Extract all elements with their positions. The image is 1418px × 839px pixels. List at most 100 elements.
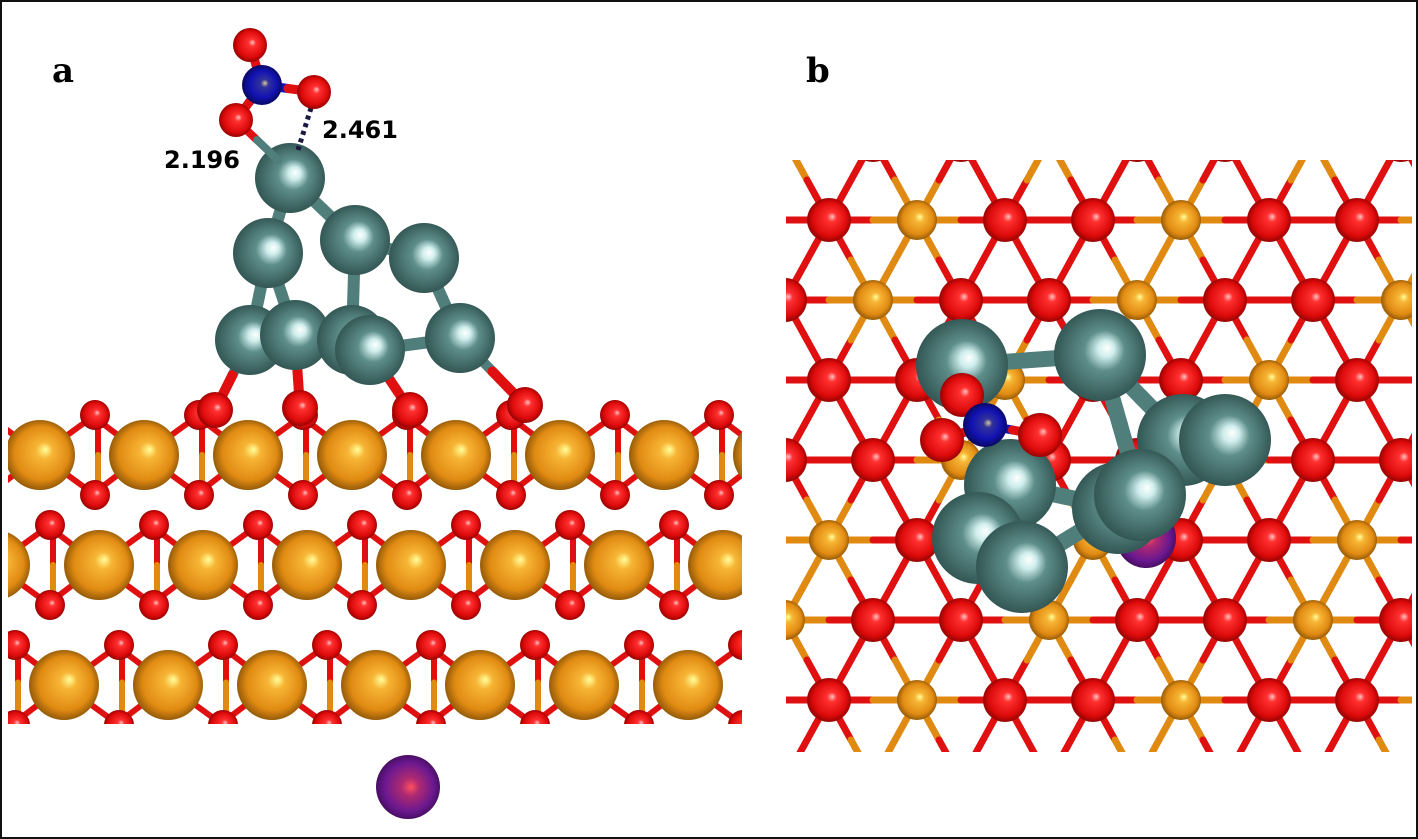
oxygen-atom	[951, 160, 971, 162]
cluster-side-view	[197, 143, 543, 428]
lattice-bond	[1375, 736, 1390, 752]
metal-atom	[1293, 600, 1333, 640]
metal-atom	[549, 650, 619, 720]
metal-oxygen-bond	[767, 666, 792, 685]
dopant-atom-side-view	[376, 755, 440, 819]
lattice-bond	[1056, 160, 1075, 184]
lattice-bond	[763, 740, 785, 780]
lattice-bond	[786, 616, 789, 626]
nitrate-top-view	[920, 373, 1062, 462]
lattice-bond	[880, 160, 899, 184]
oxygen-atom	[1247, 198, 1291, 242]
oxygen-atom	[1127, 160, 1147, 162]
anchor-oxygen-atom	[507, 387, 543, 423]
oxygen-atom	[1247, 38, 1291, 82]
oxygen-atom	[895, 518, 939, 562]
oxygen-atom	[1215, 160, 1235, 162]
oxygen-atom	[1247, 678, 1291, 722]
lattice-bond	[917, 60, 939, 100]
metal-atom	[341, 650, 411, 720]
metal-atom	[786, 600, 805, 640]
lattice-bond	[1324, 736, 1339, 752]
oxygen-atom	[555, 590, 585, 620]
lattice-bond	[884, 736, 899, 752]
oxygen-atom	[392, 480, 422, 510]
panel-b-top-view: b	[675, 38, 1418, 802]
metal-atom	[272, 530, 342, 600]
panel-a-label: a	[52, 51, 74, 91]
metal-oxygen-bond	[8, 471, 18, 484]
lattice-bond	[1320, 160, 1339, 184]
o-cluster-bond	[253, 136, 282, 164]
oxygen-atom	[983, 678, 1027, 722]
oxygen-atom	[35, 510, 65, 540]
lattice-bond	[1287, 160, 1306, 184]
oxygen-atom	[807, 678, 851, 722]
metal-atom	[897, 680, 937, 720]
lattice-bond	[741, 180, 763, 220]
metal-atom	[853, 760, 893, 800]
lattice-bond	[786, 294, 789, 304]
oxygen-atom	[983, 38, 1027, 82]
oxygen-atom	[600, 480, 630, 510]
metal-atom	[1029, 120, 1069, 160]
oxygen-atom	[867, 510, 897, 540]
oxygen-atom	[0, 480, 6, 510]
lattice-bond	[741, 700, 763, 740]
lattice-bond	[1060, 736, 1075, 752]
lattice-bond	[1023, 160, 1042, 184]
oxygen-atom	[1291, 438, 1335, 482]
metal-atom	[721, 360, 761, 400]
lattice-bond	[847, 160, 866, 184]
oxygen-atom	[1379, 598, 1412, 642]
oxygen-atom	[1159, 358, 1203, 402]
lattice-bond	[1313, 100, 1335, 140]
lattice-bond	[1093, 60, 1115, 100]
lattice-bond	[1005, 60, 1027, 100]
lattice-bond	[1159, 60, 1181, 100]
metal-atom	[688, 530, 742, 600]
oxygen-atom	[0, 400, 6, 430]
metal-atom	[1117, 280, 1157, 320]
oxygen-atom	[208, 630, 238, 660]
lattice-bond	[792, 160, 811, 184]
oxygen-atom	[659, 590, 689, 620]
cluster-atom	[335, 315, 405, 385]
lattice-bond	[873, 100, 895, 140]
metal-atom	[168, 530, 238, 600]
lattice-bond	[786, 296, 789, 306]
metal-atom	[1381, 760, 1418, 800]
lattice-bond	[763, 140, 785, 180]
oxygen-atom	[1203, 278, 1247, 322]
oxygen-atom	[312, 630, 342, 660]
metal-atom	[8, 420, 75, 490]
oxygen-atom	[1027, 758, 1071, 802]
metal-oxygen-bond	[822, 417, 847, 436]
cluster-atom	[233, 218, 303, 288]
metal-atom	[317, 420, 387, 490]
lattice-bond	[719, 220, 741, 260]
lattice-bond	[719, 180, 741, 220]
oxygen-atom	[624, 710, 654, 724]
metal-oxygen-bond	[751, 585, 779, 605]
oxygen-atom	[1203, 758, 1247, 802]
cluster-atom	[1054, 309, 1146, 401]
lattice-bond	[741, 340, 763, 380]
metal-atom	[809, 520, 849, 560]
oxygen-atom	[1018, 413, 1062, 457]
lattice-bond	[697, 140, 719, 180]
lattice-bond	[1401, 100, 1418, 140]
oxygen-atom	[920, 418, 964, 462]
oxygen-atom	[600, 400, 630, 430]
oxygen-atom	[786, 278, 807, 322]
oxygen-atom	[704, 480, 734, 510]
metal-atom	[1337, 520, 1377, 560]
oxygen-atom	[675, 758, 719, 802]
lattice-bond	[1199, 160, 1218, 184]
oxygen-atom	[728, 710, 742, 724]
lattice-bond	[786, 456, 789, 466]
oxygen-atom	[851, 598, 895, 642]
oxygen-atom	[104, 630, 134, 660]
metal-atom	[213, 420, 283, 490]
